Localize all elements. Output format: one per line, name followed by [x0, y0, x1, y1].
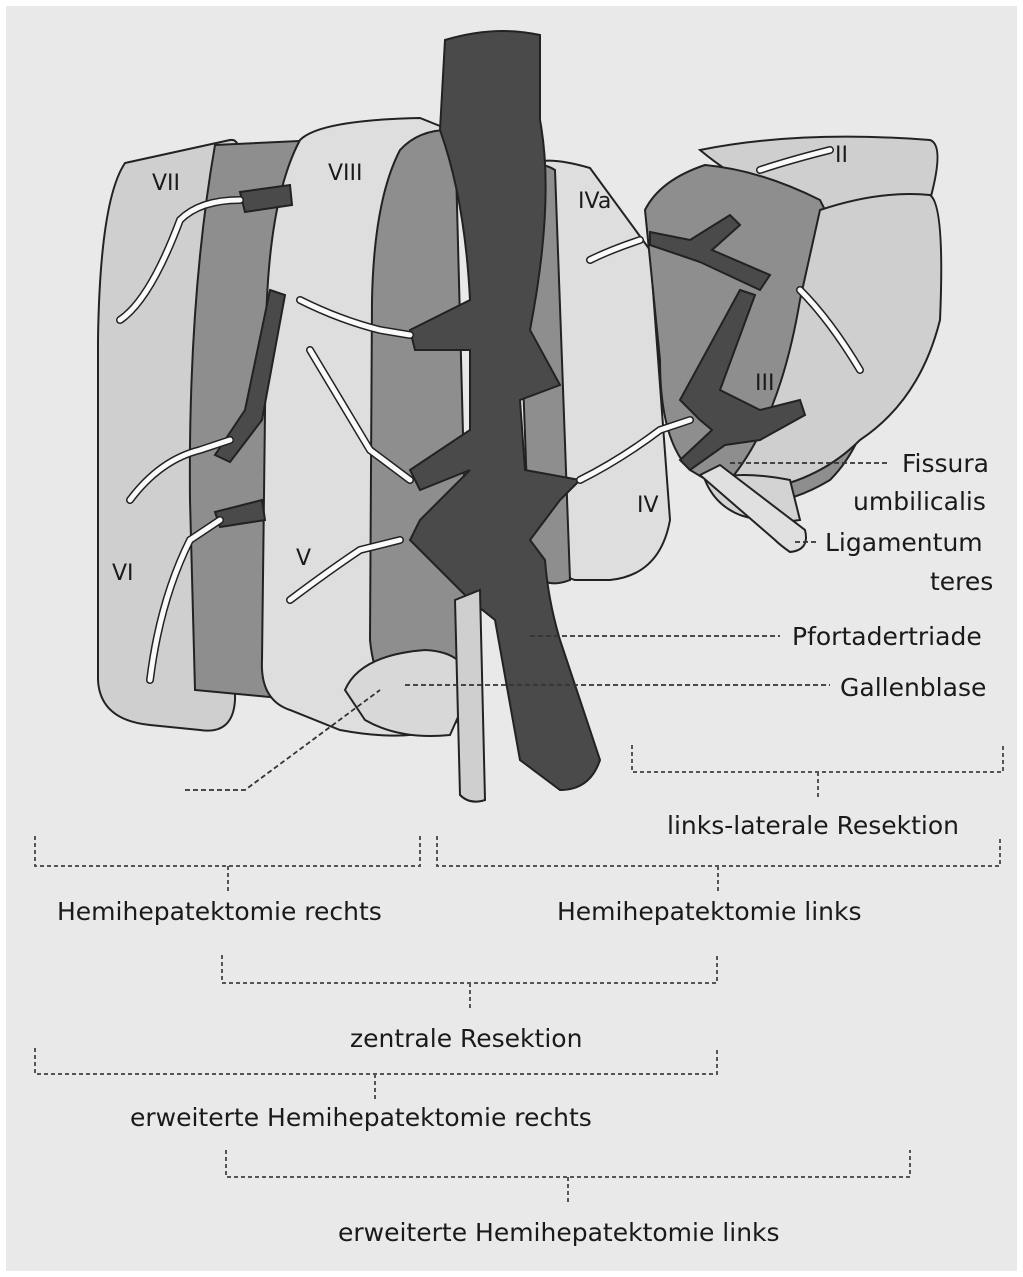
label-ligamentum: Ligamentum: [825, 528, 983, 557]
bracket-links-laterale: [632, 745, 1003, 798]
label-umbilicalis: umbilicalis: [853, 487, 986, 516]
segment-label-iii: III: [755, 371, 774, 396]
segment-label-iv: IV: [637, 493, 659, 518]
label-erweiterte-hemi-rechts: erweiterte Hemihepatektomie rechts: [130, 1103, 592, 1132]
label-hemihepatektomie-rechts: Hemihepatektomie rechts: [57, 897, 382, 926]
bracket-erw-rechts: [35, 1048, 717, 1100]
label-pfortadertriade: Pfortadertriade: [792, 622, 982, 651]
segment-label-vi: VI: [112, 561, 134, 586]
segment-label-vii: VII: [152, 171, 180, 196]
label-gallenblase: Gallenblase: [840, 673, 986, 702]
bracket-erw-links: [226, 1150, 910, 1203]
segment-label-v: V: [296, 546, 311, 571]
label-hemihepatektomie-links: Hemihepatektomie links: [557, 897, 862, 926]
label-links-laterale-resektion: links-laterale Resektion: [667, 811, 959, 840]
bracket-hemi-links: [437, 836, 1000, 892]
label-zentrale-resektion: zentrale Resektion: [350, 1024, 582, 1053]
label-erweiterte-hemi-links: erweiterte Hemihepatektomie links: [338, 1218, 780, 1247]
bracket-hemi-rechts: [35, 836, 420, 892]
segment-label-viii: VIII: [328, 161, 363, 186]
segment-label-ii: II: [835, 143, 848, 168]
portal-trunk-lower: [455, 590, 485, 802]
label-teres: teres: [930, 567, 993, 596]
bracket-zentral: [222, 955, 717, 1009]
label-fissura: Fissura: [902, 449, 989, 478]
segment-label-iva: IVa: [578, 189, 611, 214]
